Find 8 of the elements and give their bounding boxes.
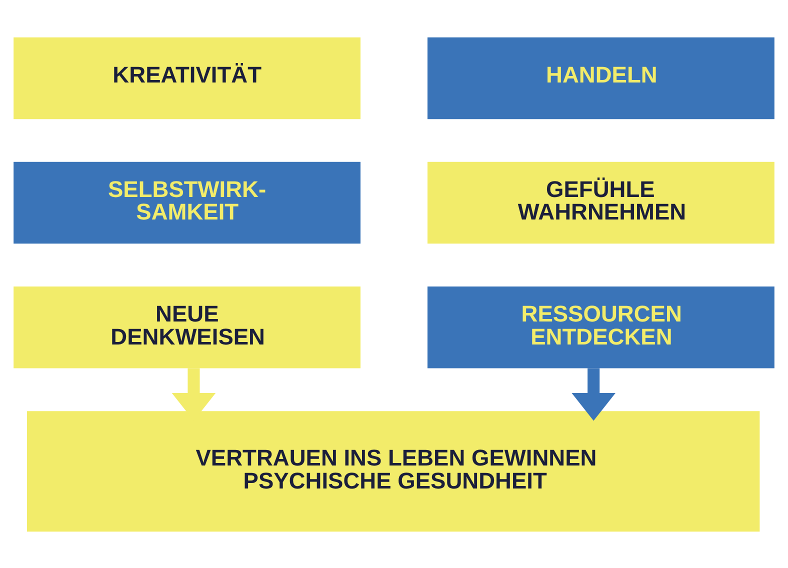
node-box: SELBSTWIRK- SAMKEIT — [14, 161, 360, 244]
node-box: NEUE DENKWEISEN — [14, 286, 360, 368]
node-box: VERTRAUEN INS LEBEN GEWINNEN PSYCHISCHE GESUNDHEIT — [26, 410, 760, 532]
node-box: HANDELN — [428, 36, 774, 119]
node-box: KREATIVITÄT — [14, 36, 360, 119]
arrow — [572, 368, 616, 420]
node-box: GEFÜHLE WAHRNEHMEN — [428, 161, 774, 244]
node-box: RESSOURCEN ENTDECKEN — [428, 286, 774, 368]
